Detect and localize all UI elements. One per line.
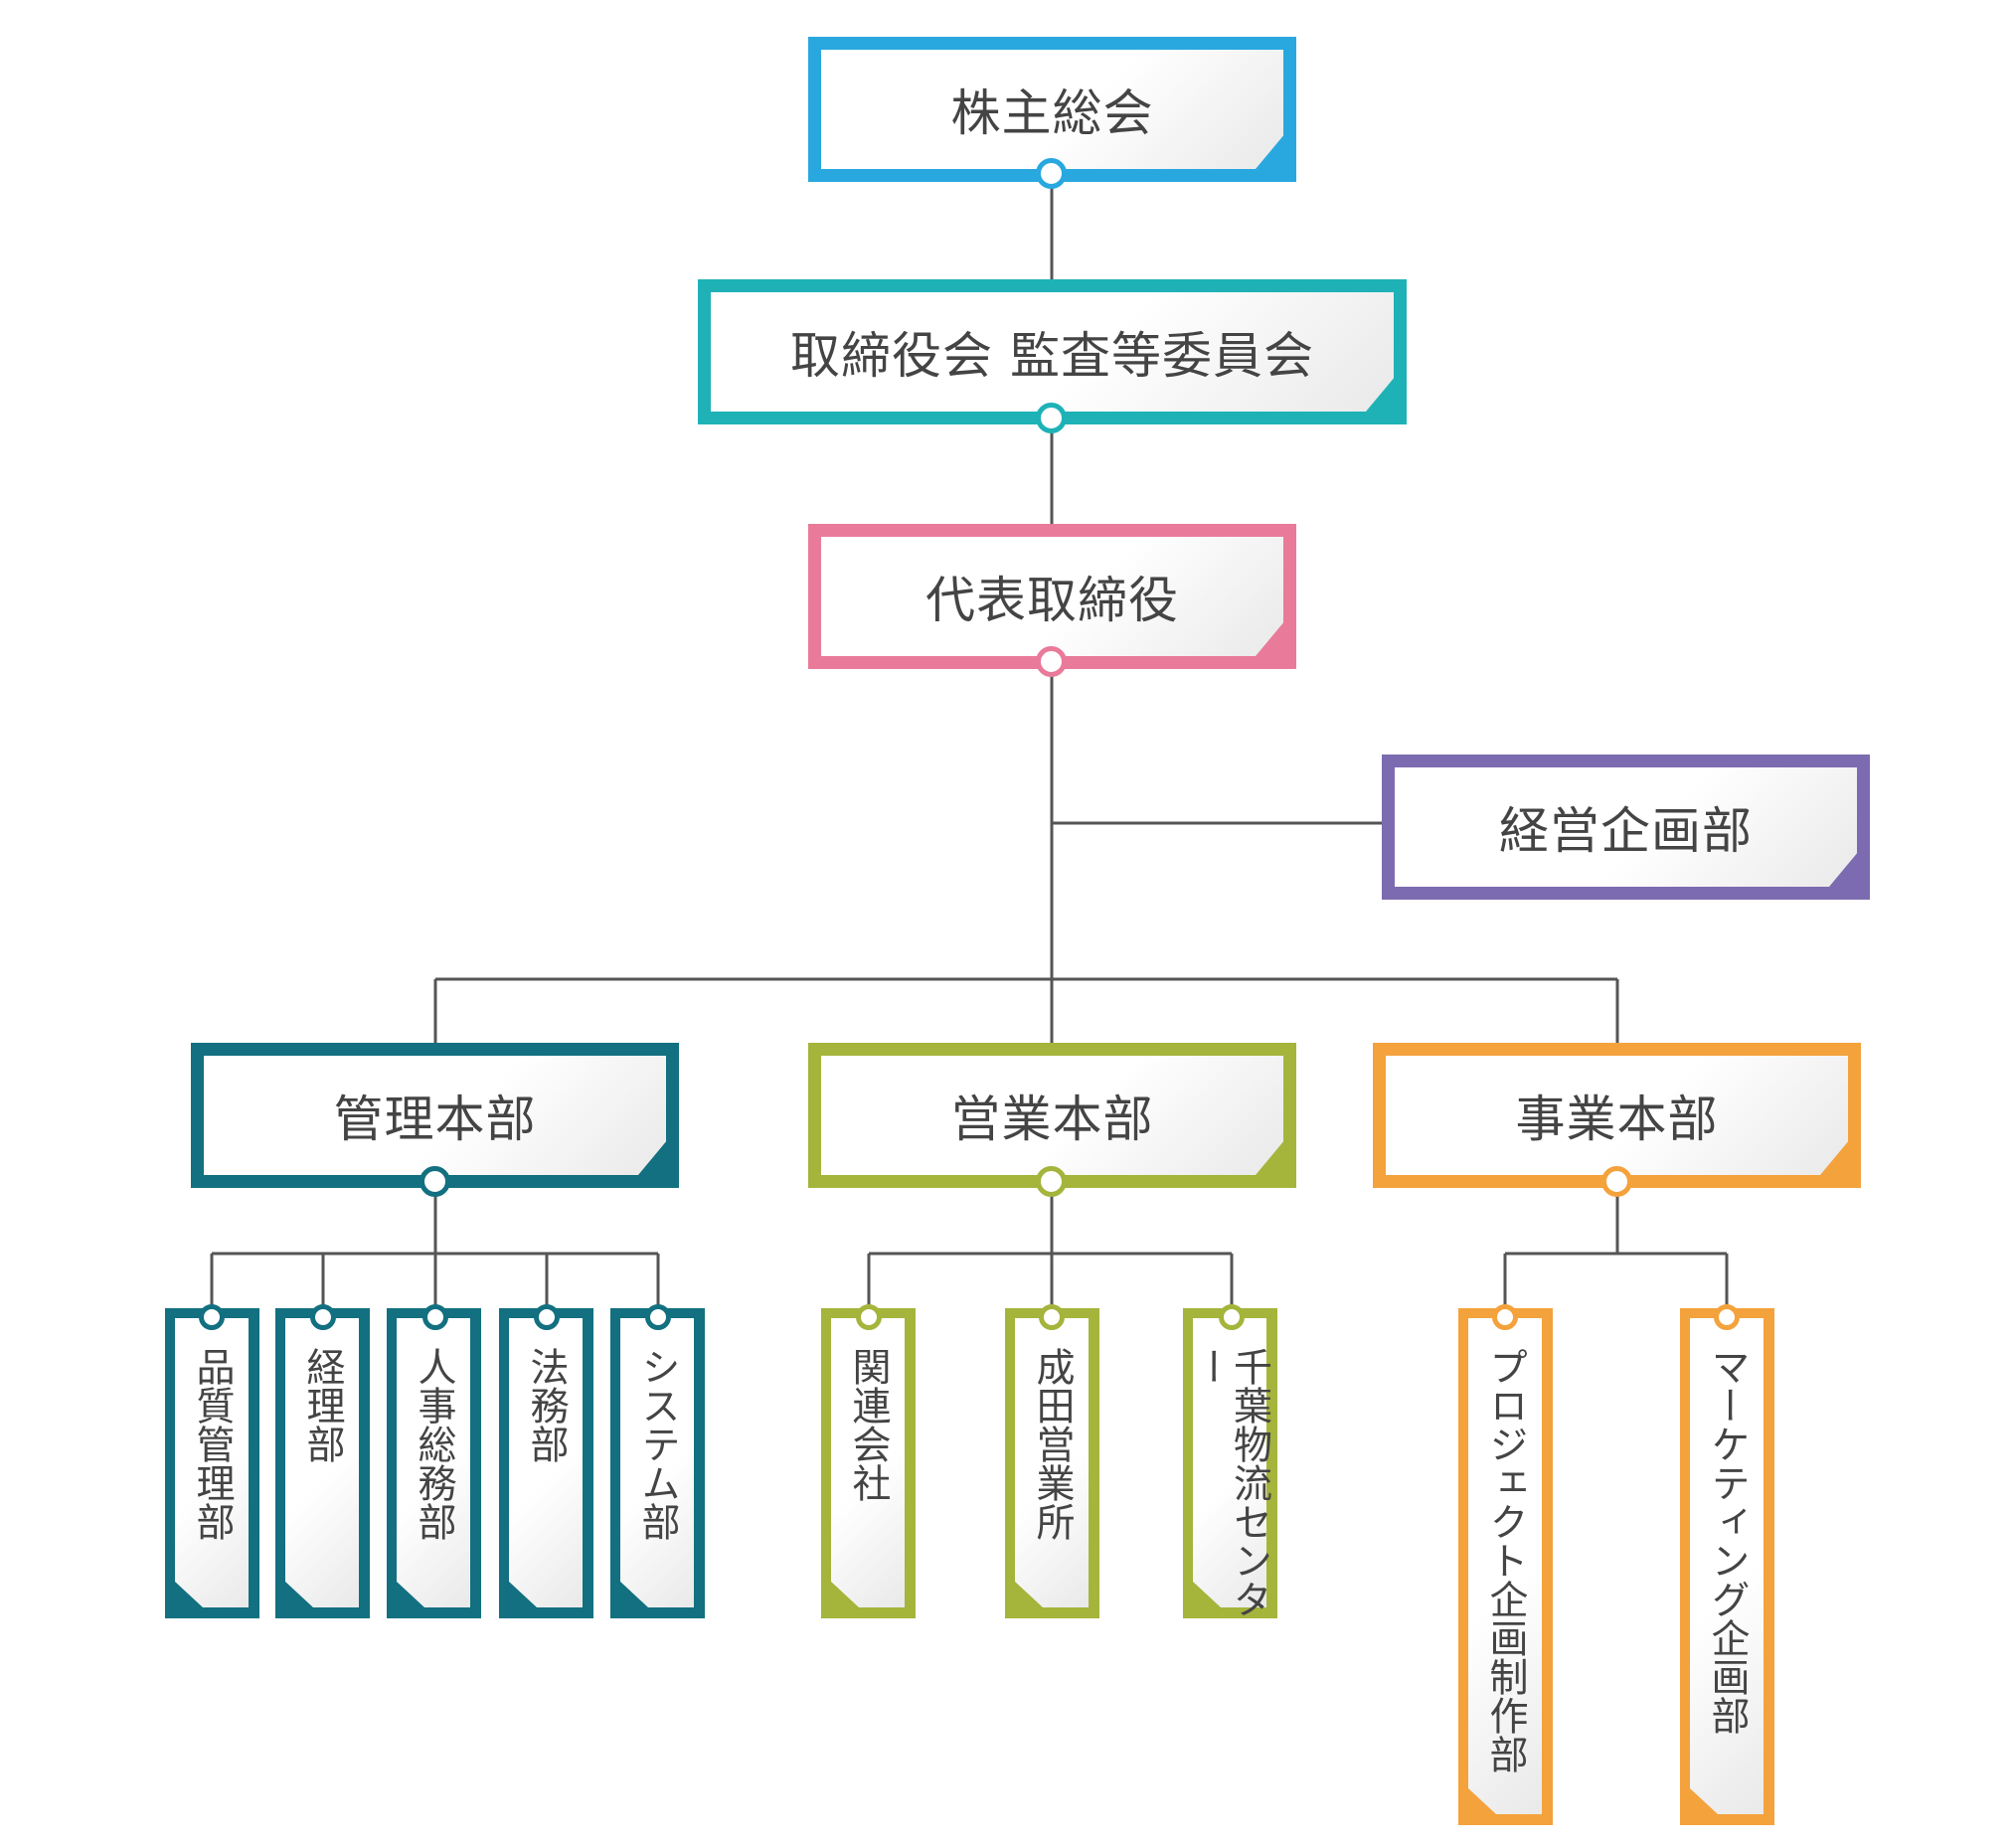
business-division-label: 事業本部	[1515, 1091, 1719, 1148]
shareholders-meeting-box[interactable]: 株主総会	[808, 37, 1296, 182]
administration-division-box[interactable]: 管理本部	[191, 1043, 679, 1188]
connector-dot-business-child	[1714, 1304, 1740, 1330]
quality-management-dept-label: 品質管理部	[190, 1347, 235, 1541]
corporate-planning-label: 経営企画部	[1499, 802, 1753, 860]
connector-dot-business	[1601, 1166, 1632, 1197]
connector-dot-ceo	[1036, 646, 1067, 677]
connector-dot-admin-child	[422, 1304, 448, 1330]
connector-dot-admin-child	[534, 1304, 560, 1330]
quality-management-dept-box[interactable]: 品質管理部	[165, 1308, 259, 1618]
board-of-directors-label: 取締役会 監査等委員会	[790, 327, 1314, 385]
chiba-logistics-center-label: 千葉物流センター	[1188, 1347, 1272, 1618]
marketing-planning-dept-label: マーケティング企画部	[1705, 1347, 1750, 1735]
hr-general-affairs-dept-box[interactable]: 人事総務部	[387, 1308, 481, 1618]
connector-dot-admin-child	[645, 1304, 671, 1330]
sales-division-box[interactable]: 営業本部	[808, 1043, 1296, 1188]
board-of-directors-box[interactable]: 取締役会 監査等委員会	[698, 279, 1407, 424]
representative-director-label: 代表取締役	[925, 572, 1179, 629]
legal-dept-box[interactable]: 法務部	[499, 1308, 593, 1618]
affiliated-companies-label: 関連会社	[846, 1347, 891, 1502]
administration-division-label: 管理本部	[333, 1091, 537, 1148]
connector-dot-sales	[1036, 1166, 1067, 1197]
legal-dept-label: 法務部	[524, 1347, 569, 1463]
narita-sales-office-box[interactable]: 成田営業所	[1005, 1308, 1099, 1618]
connector-dot-admin-child	[199, 1304, 225, 1330]
business-division-box[interactable]: 事業本部	[1373, 1043, 1861, 1188]
connector-dot-admin-child	[310, 1304, 336, 1330]
project-planning-production-dept-label: プロジェクト企画制作部	[1483, 1347, 1528, 1773]
connector-dot-sales-child	[1039, 1304, 1065, 1330]
marketing-planning-dept-box[interactable]: マーケティング企画部	[1680, 1308, 1774, 1825]
chiba-logistics-center-box[interactable]: 千葉物流センター	[1183, 1308, 1277, 1618]
connector-dot-shareholders	[1036, 158, 1067, 189]
connector-dot-sales-child	[1219, 1304, 1245, 1330]
sales-division-label: 営業本部	[950, 1091, 1154, 1148]
accounting-dept-box[interactable]: 経理部	[275, 1308, 370, 1618]
connector-dot-admin	[420, 1166, 450, 1197]
systems-dept-label: システム部	[635, 1347, 680, 1541]
narita-sales-office-label: 成田営業所	[1030, 1347, 1075, 1541]
systems-dept-box[interactable]: システム部	[610, 1308, 705, 1618]
hr-general-affairs-dept-label: 人事総務部	[412, 1347, 456, 1541]
accounting-dept-label: 経理部	[300, 1347, 345, 1463]
shareholders-meeting-label: 株主総会	[950, 84, 1154, 142]
corporate-planning-box[interactable]: 経営企画部	[1382, 755, 1870, 900]
project-planning-production-dept-box[interactable]: プロジェクト企画制作部	[1458, 1308, 1553, 1825]
representative-director-box[interactable]: 代表取締役	[808, 524, 1296, 669]
affiliated-companies-box[interactable]: 関連会社	[821, 1308, 916, 1618]
connector-dot-business-child	[1492, 1304, 1518, 1330]
connector-dot-sales-child	[856, 1304, 882, 1330]
connector-dot-board	[1036, 403, 1067, 433]
